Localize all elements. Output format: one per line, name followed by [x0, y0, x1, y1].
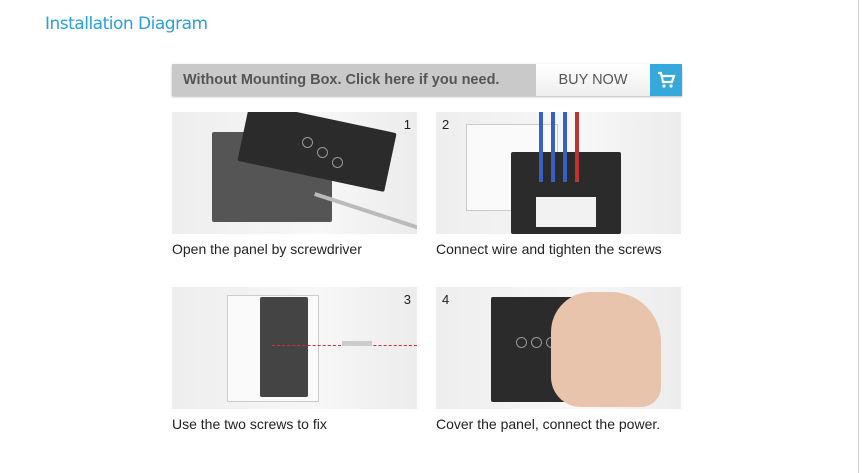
step-caption: Connect wire and tighten the screws: [436, 241, 662, 257]
step-1-image: 1: [172, 112, 417, 234]
step-caption: Open the panel by screwdriver: [172, 241, 362, 257]
cart-icon[interactable]: [650, 64, 682, 96]
banner-message[interactable]: Without Mounting Box. Click here if you …: [172, 64, 536, 96]
step-1: 1 Open the panel by screwdriver: [172, 112, 417, 257]
step-number: 4: [442, 292, 450, 307]
step-2-image: 2: [436, 112, 681, 234]
step-caption: Cover the panel, connect the power.: [436, 416, 661, 432]
step-caption: Use the two screws to fix: [172, 416, 327, 432]
step-3-image: 3: [172, 287, 417, 409]
page-title: Installation Diagram: [45, 14, 208, 34]
step-4-image: 4: [436, 287, 681, 409]
step-number: 3: [403, 292, 411, 307]
buy-now-button[interactable]: BUY NOW: [536, 64, 650, 96]
step-2: 2 Connect wire and tighten the screws: [436, 112, 681, 257]
divider: [858, 0, 859, 473]
step-number: 2: [442, 117, 450, 132]
buy-mounting-box-banner[interactable]: Without Mounting Box. Click here if you …: [172, 64, 682, 96]
step-4: 4 Cover the panel, connect the power.: [436, 287, 681, 432]
step-3: 3 Use the two screws to fix: [172, 287, 417, 432]
step-number: 1: [403, 117, 411, 132]
